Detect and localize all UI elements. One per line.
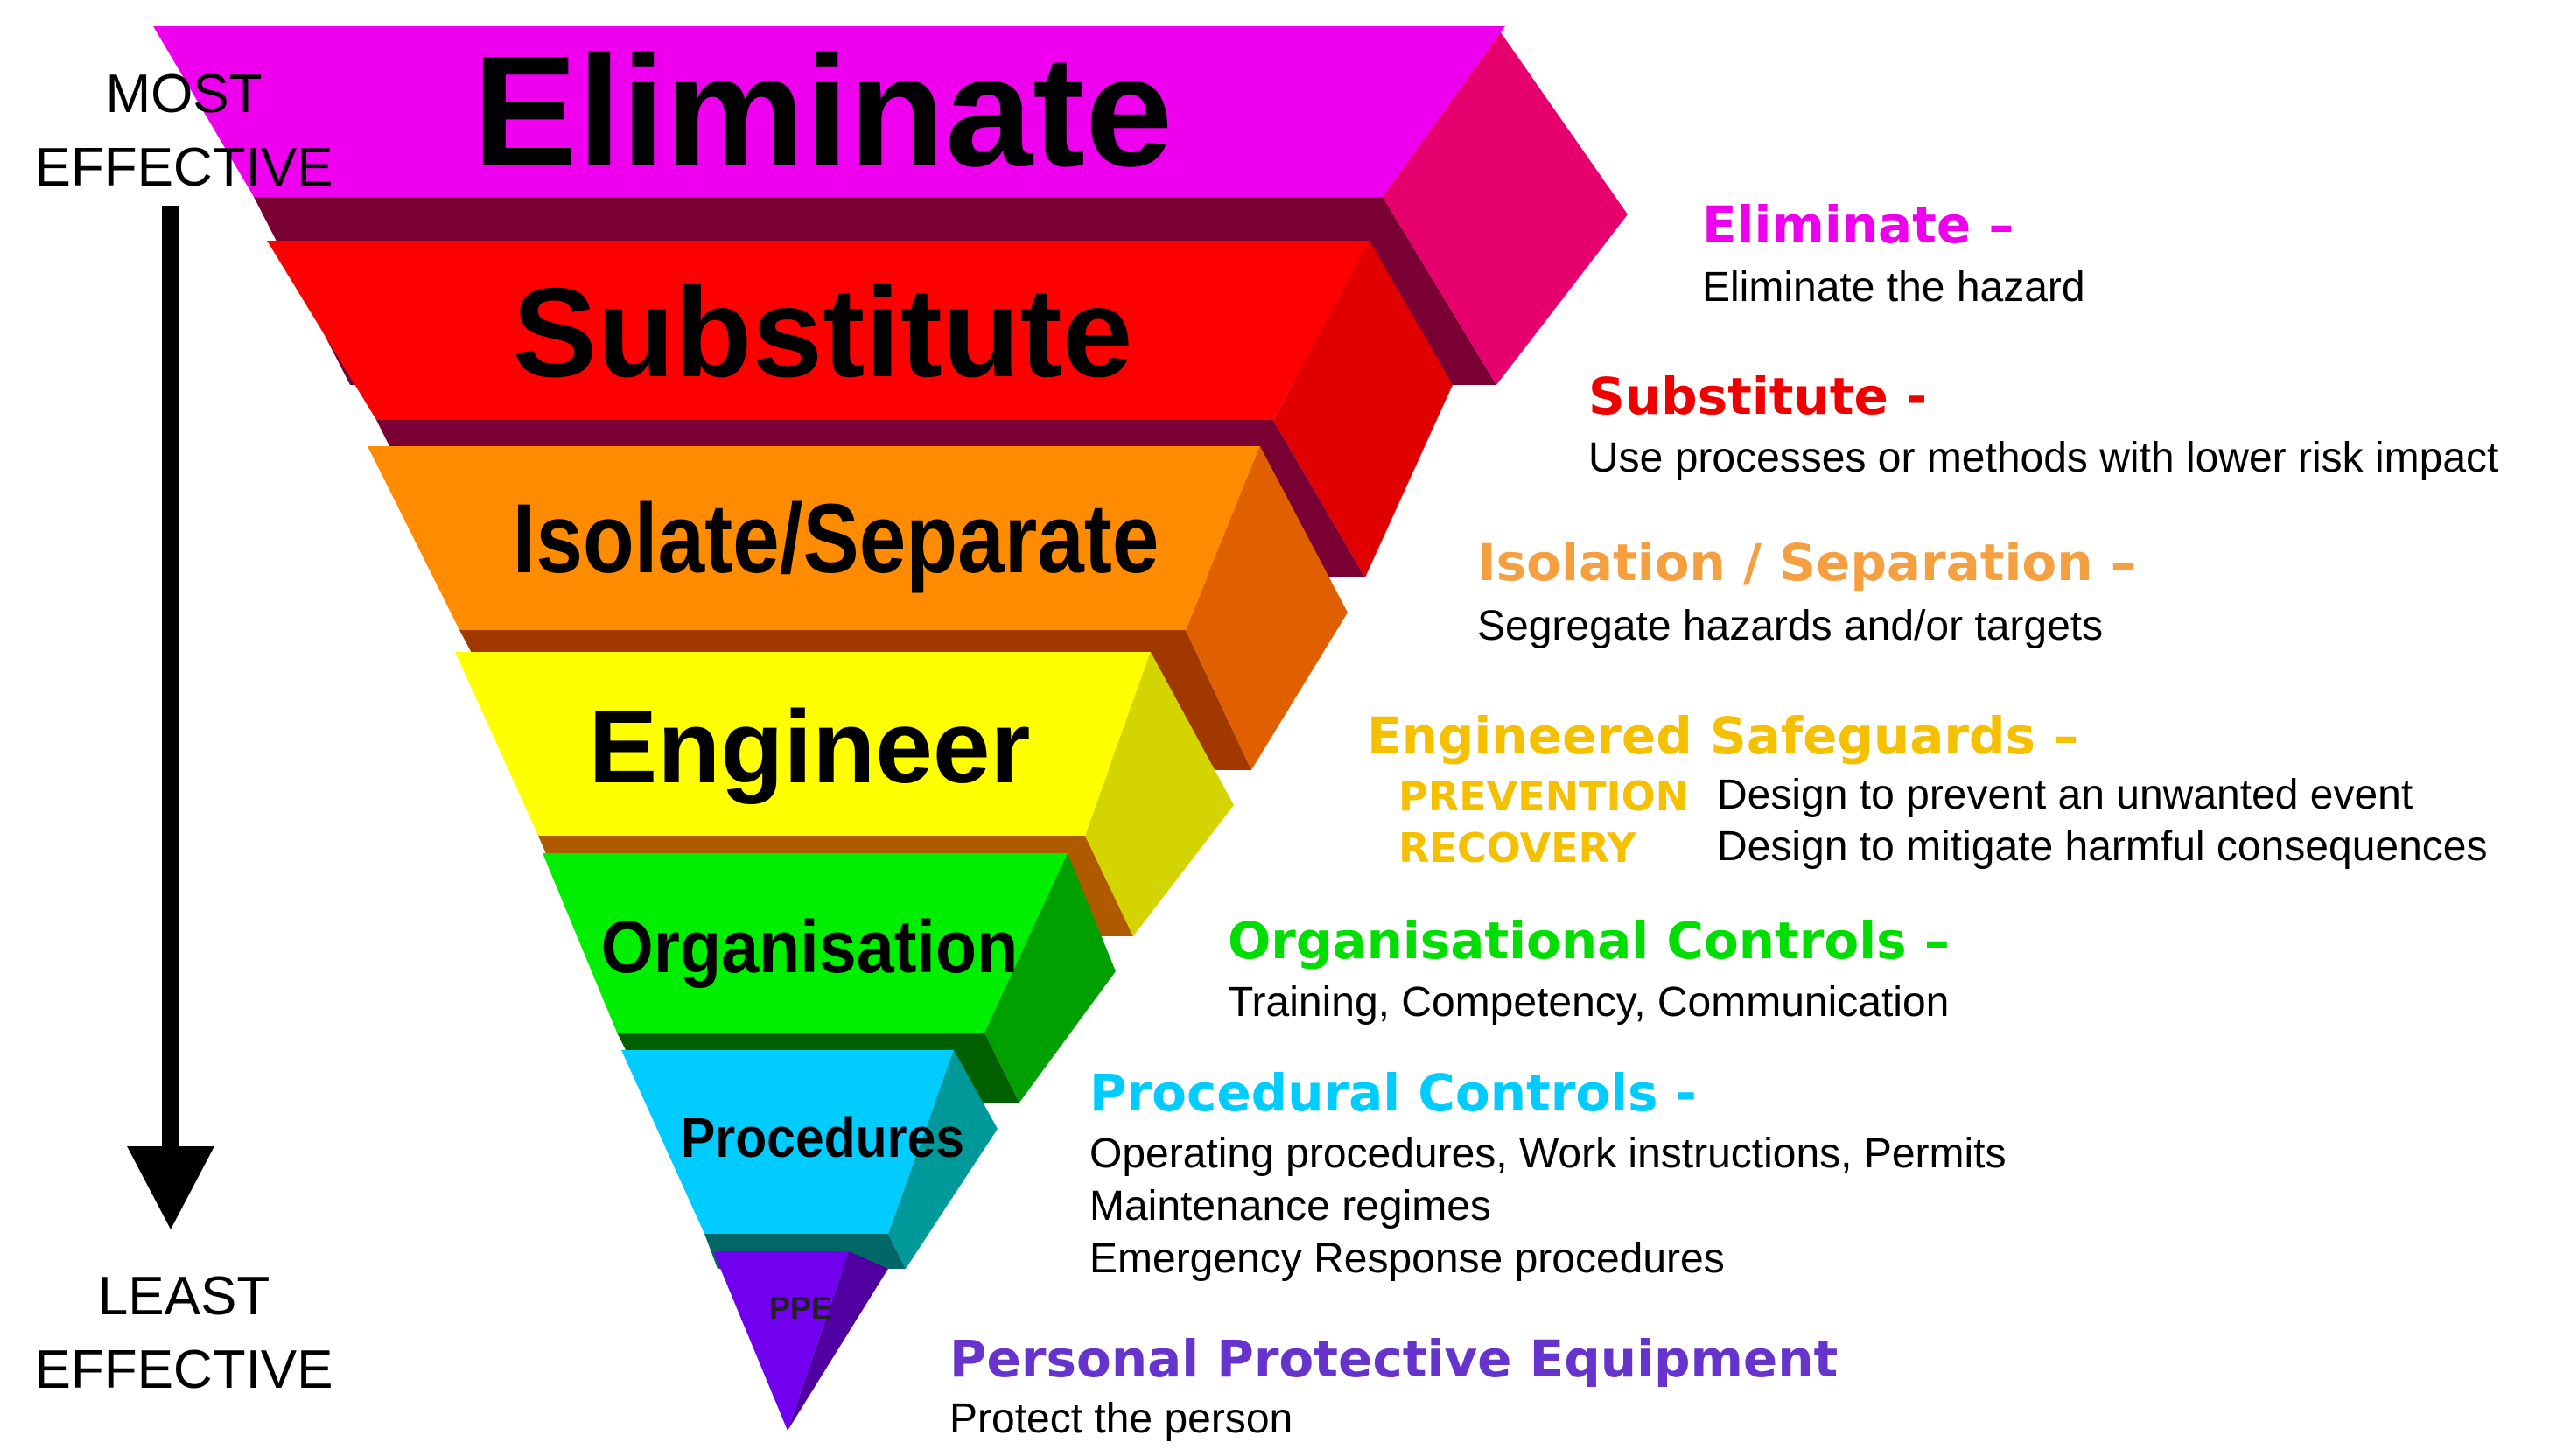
most-label-line2: EFFECTIVE bbox=[34, 137, 333, 198]
tier-eliminate-face bbox=[153, 26, 1505, 197]
tier-substitute-side bbox=[1273, 241, 1453, 578]
effectiveness-arrow-head bbox=[127, 1146, 214, 1229]
isolation-heading: Isolation / Separation – bbox=[1477, 533, 2136, 592]
tier-organisation-face bbox=[543, 853, 1068, 1032]
procedural-desc-line2: Maintenance regimes bbox=[1089, 1183, 1491, 1229]
procedural-desc-line3: Emergency Response procedures bbox=[1089, 1236, 1725, 1282]
organisational-heading: Organisational Controls – bbox=[1228, 911, 1950, 970]
procedural-heading: Procedural Controls - bbox=[1089, 1063, 1697, 1123]
isolation-desc: Segregate hazards and/or targets bbox=[1477, 603, 2104, 649]
procedural-desc-line1: Operating procedures, Work instructions,… bbox=[1089, 1130, 2007, 1177]
tier-ppe-side bbox=[788, 1251, 888, 1431]
tier-label-organisation: Organisation bbox=[600, 906, 1019, 988]
prevention-desc: Design to prevent an unwanted event bbox=[1717, 772, 2413, 818]
tier-engineer-side bbox=[1085, 652, 1234, 936]
eliminate-heading: Eliminate – bbox=[1702, 195, 2014, 255]
tier-label-procedures: Procedures bbox=[681, 1106, 964, 1169]
tier-eliminate-side bbox=[1383, 26, 1628, 385]
eliminate-desc: Eliminate the hazard bbox=[1702, 264, 2085, 311]
effectiveness-arrow-shaft bbox=[162, 206, 179, 1186]
tier-isolate-face bbox=[368, 446, 1260, 630]
tier-label-substitute: Substitute bbox=[512, 262, 1133, 403]
tier-label-isolate: Isolate/Separate bbox=[512, 484, 1159, 593]
most-effective-label: MOST EFFECTIVE bbox=[26, 58, 341, 205]
ppe-heading: Personal Protective Equipment bbox=[949, 1329, 1839, 1389]
substitute-desc: Use processes or methods with lower risk… bbox=[1588, 435, 2499, 481]
most-label-line1: MOST bbox=[105, 64, 263, 124]
tier-label-eliminate: Eliminate bbox=[472, 24, 1173, 200]
recovery-desc: Design to mitigate harmful consequences bbox=[1717, 823, 2488, 870]
organisational-desc: Training, Competency, Communication bbox=[1228, 979, 1950, 1026]
tier-label-ppe: PPE bbox=[768, 1290, 833, 1326]
prevention-label: PREVENTION bbox=[1398, 773, 1690, 820]
tier-isolate-side bbox=[1186, 446, 1348, 770]
tier-procedures-side bbox=[888, 1050, 998, 1269]
tier-procedures-face bbox=[621, 1050, 954, 1234]
ppe-desc: Protect the person bbox=[949, 1396, 1293, 1442]
tier-ppe-face bbox=[713, 1251, 849, 1431]
tier-engineer-face bbox=[455, 652, 1151, 836]
recovery-label: RECOVERY bbox=[1398, 824, 1636, 872]
least-label-line2: EFFECTIVE bbox=[34, 1340, 333, 1400]
tier-label-engineer: Engineer bbox=[588, 690, 1031, 805]
least-effective-label: LEAST EFFECTIVE bbox=[26, 1260, 341, 1407]
tier-organisation-side bbox=[984, 853, 1116, 1102]
engineered-heading: Engineered Safeguards – bbox=[1367, 706, 2079, 766]
least-label-line1: LEAST bbox=[97, 1266, 270, 1326]
tier-substitute-face bbox=[267, 241, 1370, 420]
substitute-heading: Substitute - bbox=[1588, 367, 1928, 426]
